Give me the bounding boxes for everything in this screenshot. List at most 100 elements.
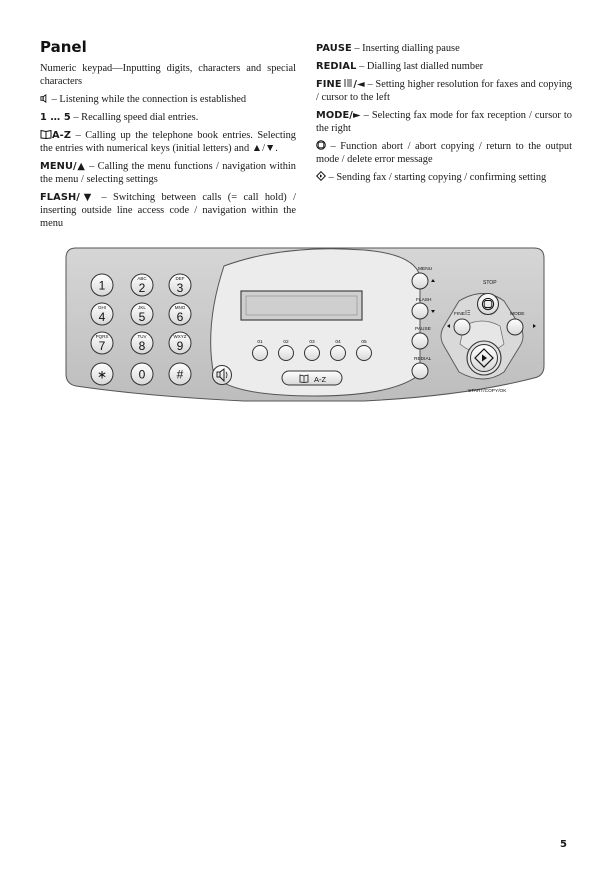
- speed-dial-button-03[interactable]: 03: [304, 339, 320, 361]
- phonebook-label: A-Z: [314, 375, 327, 384]
- speed-dial-button-05[interactable]: 05: [356, 339, 372, 361]
- entry-speaker: – Listening while the connection is esta…: [40, 93, 296, 106]
- page-number: 5: [560, 839, 567, 850]
- speed-dial-label: 04: [335, 339, 341, 345]
- keypad-key-digit: #: [177, 368, 184, 382]
- entry-text: – Listening while the connection is esta…: [51, 94, 247, 105]
- entry-key: A-Z: [52, 130, 72, 141]
- entry-key: MODE/►: [316, 110, 361, 121]
- keypad-key[interactable]: 1: [90, 273, 114, 297]
- entry-text: – Calling up the telephone book entries.…: [40, 130, 296, 154]
- speed-dial-button-04[interactable]: 04: [330, 339, 346, 361]
- entry-text: – Calling the menu functions / navigatio…: [40, 161, 296, 185]
- speed-dial-label: 01: [257, 339, 263, 345]
- speed-dial-label: 02: [283, 339, 289, 345]
- speed-dial-keys: 01 02 03 04 05: [252, 339, 372, 361]
- stop-icon: [316, 140, 326, 150]
- mode-button[interactable]: MODE: [506, 311, 536, 336]
- pause-label: PAUSE: [415, 326, 431, 332]
- start-icon: [474, 348, 494, 368]
- entry-text: Numeric keypad—Inputting digits, charact…: [40, 63, 296, 87]
- redial-label: REDIAL: [414, 356, 432, 362]
- right-column: PAUSE – Inserting dialling pause REDIAL …: [315, 42, 572, 189]
- entry-key: FLASH/▼: [40, 192, 96, 203]
- entry-text: – Selecting fax mode for fax reception /…: [316, 110, 572, 134]
- flash-label: FLASH: [416, 297, 432, 303]
- keypad-key[interactable]: 0: [130, 362, 154, 386]
- phonebook-button[interactable]: A-Z: [281, 370, 343, 386]
- keypad-key-letters: JKL: [138, 305, 146, 310]
- entry-key: 1 … 5: [40, 112, 71, 123]
- fine-icon: [465, 310, 470, 315]
- page-title: Panel: [40, 38, 87, 56]
- keypad-key-digit: 9: [177, 339, 184, 353]
- keypad-key-letters: WXYZ: [174, 334, 187, 339]
- fine-label: FINE: [454, 311, 465, 317]
- speaker-button[interactable]: [212, 365, 232, 385]
- speed-dial-button-02[interactable]: 02: [278, 339, 294, 361]
- mode-label: MODE: [510, 311, 524, 317]
- entry-text: – Sending fax / starting copying / confi…: [328, 172, 547, 183]
- keypad-key-digit: 7: [99, 339, 106, 353]
- speed-dial-button-01[interactable]: 01: [252, 339, 268, 361]
- stop-button[interactable]: STOP: [476, 280, 500, 316]
- keypad-key-digit: 2: [139, 281, 146, 295]
- left-arrow-icon: [447, 324, 450, 328]
- entry-menu: MENU/▲ – Calling the menu functions / na…: [40, 160, 296, 186]
- speed-dial-label: 05: [361, 339, 367, 345]
- lcd-display: [240, 290, 363, 321]
- keypad-key-letters: ABC: [137, 276, 147, 281]
- entry-key: FINE: [316, 79, 342, 90]
- entry-numeric-keypad: Numeric keypad—Inputting digits, charact…: [40, 62, 296, 88]
- redial-button[interactable]: REDIAL: [411, 356, 432, 380]
- entry-text: – Setting higher resolution for faxes an…: [316, 79, 572, 103]
- entry-fine: FINE /◄ – Setting higher resolution for …: [316, 78, 572, 104]
- keypad-key-letters: GHI: [98, 305, 106, 310]
- keypad-key-digit: 1: [99, 279, 106, 293]
- keypad-key[interactable]: ∗: [90, 362, 114, 386]
- pause-button[interactable]: PAUSE: [411, 326, 431, 350]
- keypad-key-digit: 0: [139, 368, 146, 382]
- entry-start: – Sending fax / starting copying / confi…: [315, 170, 572, 184]
- speaker-icon: [40, 94, 47, 103]
- phonebook-icon: [40, 129, 52, 140]
- entry-stop: – Function abort / abort copying / retur…: [316, 140, 572, 166]
- start-icon: [315, 170, 327, 182]
- stop-label: STOP: [483, 280, 497, 286]
- entry-text: – Switching between calls (= call hold) …: [40, 192, 296, 229]
- keypad-key[interactable]: #: [168, 362, 192, 386]
- speed-dial-label: 03: [309, 339, 315, 345]
- keypad-key-letters: TUV: [138, 334, 147, 339]
- keypad-key-digit: 8: [139, 339, 146, 353]
- down-arrow-icon: [431, 310, 435, 313]
- entry-redial: REDIAL – Dialling last dialled number: [316, 60, 572, 73]
- menu-button[interactable]: MENU: [411, 266, 435, 290]
- left-column: Panel Numeric keypad—Inputting digits, c…: [40, 38, 296, 235]
- start-button[interactable]: START/COPY/OK: [466, 340, 507, 394]
- entry-key: REDIAL: [316, 61, 357, 72]
- keypad-key-digit: ∗: [97, 368, 107, 382]
- keypad-key-letters: PQRS: [96, 334, 109, 339]
- entry-text: – Function abort / abort copying / retur…: [316, 141, 572, 165]
- flash-button[interactable]: FLASH: [411, 297, 435, 320]
- fine-icon: [344, 79, 353, 87]
- start-label: START/COPY/OK: [468, 388, 507, 394]
- keypad-key-digit: 4: [99, 310, 106, 324]
- entry-text: – Dialling last dialled number: [359, 61, 484, 72]
- entry-flash: FLASH/▼ – Switching between calls (= cal…: [40, 191, 296, 230]
- fine-button[interactable]: FINE: [447, 310, 471, 336]
- menu-label: MENU: [418, 266, 433, 272]
- entry-phonebook: A-Z – Calling up the telephone book entr…: [40, 129, 296, 155]
- keypad-key-letters: MNO: [175, 305, 186, 310]
